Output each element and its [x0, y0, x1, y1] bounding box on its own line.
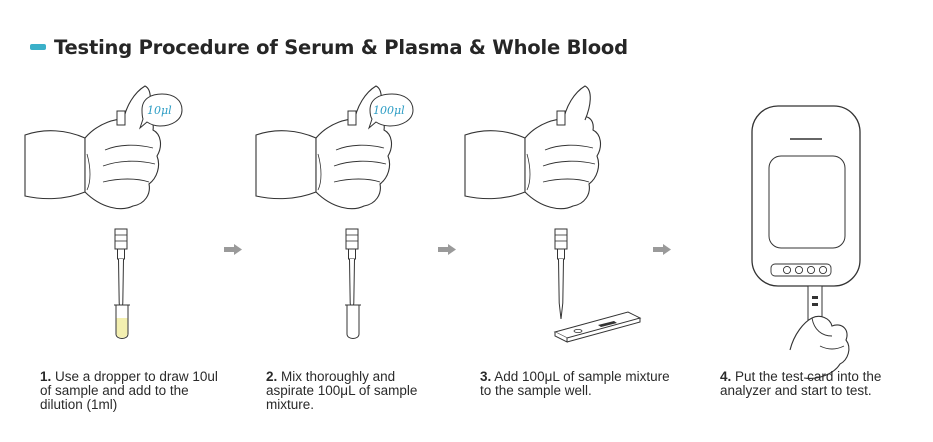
arrow-1-to-2: [224, 244, 242, 255]
arrow-3-to-4: [653, 244, 671, 255]
step-4-illustration: [751, 105, 861, 379]
step-3-number: 3.: [480, 369, 492, 384]
step-1-description: 1. Use a dropper to draw 10ul of sample …: [40, 370, 220, 412]
step-3-description: 3. Add 100μL of sample mixture to the sa…: [480, 370, 670, 398]
step-1-illustration: [24, 85, 183, 339]
step-1-volume-bubble: 10μl: [147, 104, 172, 117]
step-4-description: 4. Put the test card into the analyzer a…: [720, 370, 915, 398]
title-accent-dash: [30, 44, 46, 50]
step-2-text: Mix thoroughly and aspirate 100μL of sam…: [266, 369, 418, 412]
step-2-volume-bubble: 100μl: [373, 104, 405, 117]
step-3-text: Add 100μL of sample mixture to the sampl…: [480, 369, 670, 398]
step-2-number: 2.: [266, 369, 278, 384]
step-4-number: 4.: [720, 369, 732, 384]
step-3-illustration: [464, 85, 642, 343]
step-1-text: Use a dropper to draw 10ul of sample and…: [40, 369, 218, 412]
step-1-number: 1.: [40, 369, 52, 384]
step-4-text: Put the test card into the analyzer and …: [720, 369, 882, 398]
page-title-row: Testing Procedure of Serum & Plasma & Wh…: [30, 32, 628, 62]
page-title: Testing Procedure of Serum & Plasma & Wh…: [54, 35, 628, 59]
arrow-2-to-3: [438, 244, 456, 255]
step-2-illustration: [255, 85, 414, 339]
step-2-description: 2. Mix thoroughly and aspirate 100μL of …: [266, 370, 446, 412]
